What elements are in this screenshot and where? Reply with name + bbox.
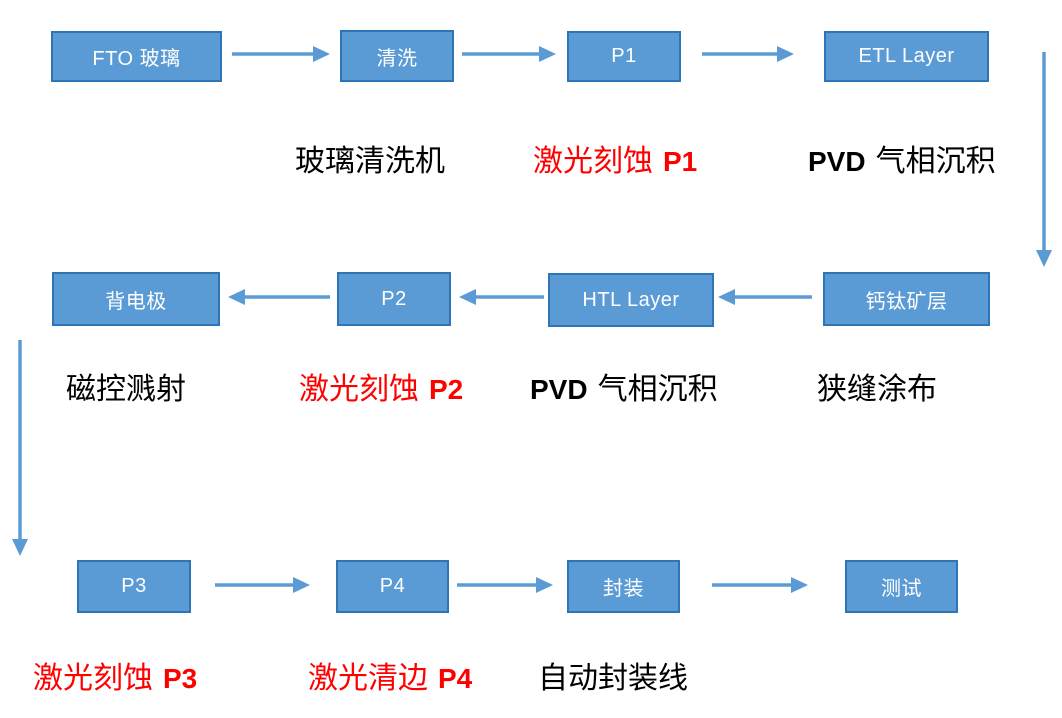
caption-text: 狭缝涂布 xyxy=(817,373,937,406)
caption-magnetron-sputtering: 磁控溅射 xyxy=(66,371,186,408)
caption-pvd-deposition-2: PVD 气相沉积 xyxy=(530,371,718,408)
caption-text-latin: P1 xyxy=(663,146,698,177)
caption-laser-etch-p2: 激光刻蚀 P2 xyxy=(299,371,463,408)
caption-text-latin: P2 xyxy=(429,374,464,405)
caption-laser-edge-clean-p4: 激光清边 P4 xyxy=(308,660,472,697)
caption-glass-washer: 玻璃清洗机 xyxy=(295,143,445,180)
node-p3: P3 xyxy=(77,560,191,613)
node-label: FTO 玻璃 xyxy=(92,48,181,70)
node-testing: 测试 xyxy=(845,560,958,613)
caption-text: 激光清边 xyxy=(308,662,428,695)
node-cleaning: 清洗 xyxy=(340,30,454,82)
caption-text: 激光刻蚀 xyxy=(299,373,419,406)
node-label: P2 xyxy=(381,287,407,310)
caption-text: 玻璃清洗机 xyxy=(295,145,445,178)
node-label: P4 xyxy=(379,575,406,597)
node-label: HTL Layer xyxy=(582,288,680,311)
node-p4: P4 xyxy=(336,560,449,613)
node-p2: P2 xyxy=(337,272,451,326)
caption-laser-etch-p3: 激光刻蚀 P3 xyxy=(33,660,197,697)
caption-text: 激光刻蚀 xyxy=(533,145,653,178)
node-p1: P1 xyxy=(567,31,681,82)
caption-text: 气相沉积 xyxy=(597,373,718,406)
caption-text-latin: P3 xyxy=(163,663,198,694)
caption-slot-die-coating: 狭缝涂布 xyxy=(817,371,937,408)
caption-text: 气相沉积 xyxy=(875,145,996,178)
caption-auto-encapsulation-line: 自动封装线 xyxy=(538,660,688,697)
node-label: ETL Layer xyxy=(858,45,955,67)
caption-pvd-deposition-1: PVD 气相沉积 xyxy=(808,143,996,180)
caption-text-latin: P4 xyxy=(438,663,473,694)
node-label: 封装 xyxy=(603,578,644,600)
node-label: P3 xyxy=(121,575,147,597)
node-label: 清洗 xyxy=(376,47,418,70)
node-perovskite-layer: 钙钛矿层 xyxy=(823,272,990,326)
node-htl-layer: HTL Layer xyxy=(548,273,714,327)
caption-laser-etch-p1: 激光刻蚀 P1 xyxy=(533,143,697,180)
node-label: 钙钛矿层 xyxy=(865,290,948,313)
node-fto-glass: FTO 玻璃 xyxy=(51,31,222,82)
node-label: P1 xyxy=(611,45,637,67)
caption-text: 自动封装线 xyxy=(538,662,688,695)
node-label: 背电极 xyxy=(105,290,167,313)
node-back-electrode: 背电极 xyxy=(52,272,220,326)
node-encapsulation: 封装 xyxy=(567,560,680,613)
caption-text: 磁控溅射 xyxy=(66,373,186,406)
node-etl-layer: ETL Layer xyxy=(824,31,989,82)
caption-text-latin: PVD xyxy=(530,374,588,405)
node-label: 测试 xyxy=(881,578,922,600)
caption-text-latin: PVD xyxy=(808,146,866,177)
caption-text: 激光刻蚀 xyxy=(33,662,153,695)
